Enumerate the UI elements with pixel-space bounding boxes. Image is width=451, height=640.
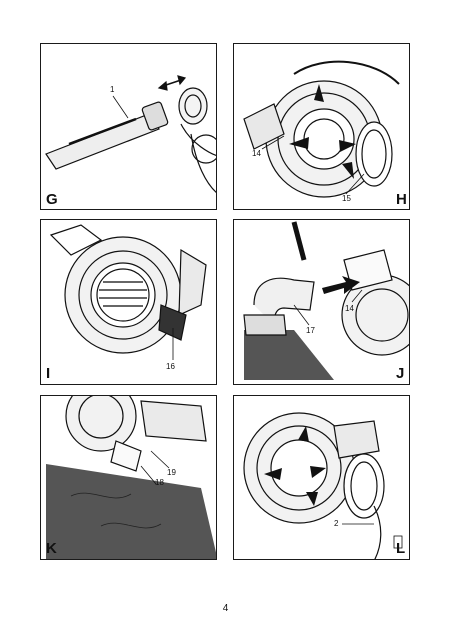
figure-panel-k: 18 19 K (40, 395, 217, 560)
panel-letter-l: L (396, 540, 406, 557)
illustration-vacuum-adapter (243, 221, 409, 380)
illustration-outlet-cover (243, 60, 400, 198)
callout-18: 18 (155, 478, 164, 487)
panel-letter-h: H (396, 191, 407, 208)
figure-panel-g: 1 G (40, 43, 217, 210)
callout-16: 16 (166, 362, 175, 371)
illustration-collection-bag (46, 396, 216, 559)
callout-19: 19 (167, 468, 176, 477)
callout-14: 14 (252, 149, 261, 158)
panel-letter-i: I (46, 365, 51, 382)
illustration-outlet-guard (243, 412, 403, 559)
callout-17: 17 (306, 326, 315, 335)
panel-letter-g: G (46, 191, 58, 208)
figure-panel-l: 2 L (233, 395, 410, 560)
callout-15: 15 (342, 194, 351, 203)
panel-letter-j: J (396, 365, 405, 382)
callout-1: 1 (110, 85, 115, 94)
callout-14: 14 (345, 304, 354, 313)
panel-letter-k: K (46, 540, 57, 557)
callout-2: 2 (334, 519, 339, 528)
figure-panel-j: 14 17 J (233, 219, 410, 385)
page-number: 4 (222, 603, 229, 614)
wrist-icon (393, 535, 403, 549)
figure-panel-i: 16 I (40, 219, 217, 385)
illustration-tube-attach (45, 75, 216, 193)
figure-panel-h: 14 15 H (233, 43, 410, 210)
illustration-filter-grille (49, 224, 207, 360)
